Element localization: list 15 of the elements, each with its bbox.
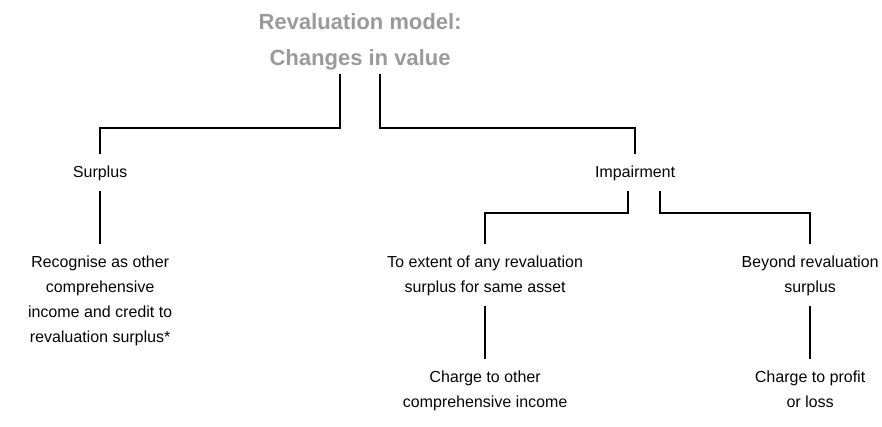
connector-line [99,74,341,154]
outcome-text: Beyond revaluation surplus [735,250,882,300]
connector-line [659,191,811,244]
connector-line [379,74,636,154]
outcome-text: Recognise as other comprehensive income and credit to revaluation surplus* [20,250,180,350]
connector-line [809,306,811,359]
outcome-text: Charge to profit or loss [748,365,872,415]
connector-line [484,191,629,244]
category-label: Surplus [50,160,150,185]
outcome-text: To extent of any revaluation surplus for same asset [378,250,592,300]
category-label: Impairment [575,160,695,185]
outcome-text: Charge to other comprehensive income [395,365,575,415]
connector-line [99,191,101,244]
title-text: Revaluation model: Changes in value [245,4,475,76]
connector-line [484,306,486,359]
